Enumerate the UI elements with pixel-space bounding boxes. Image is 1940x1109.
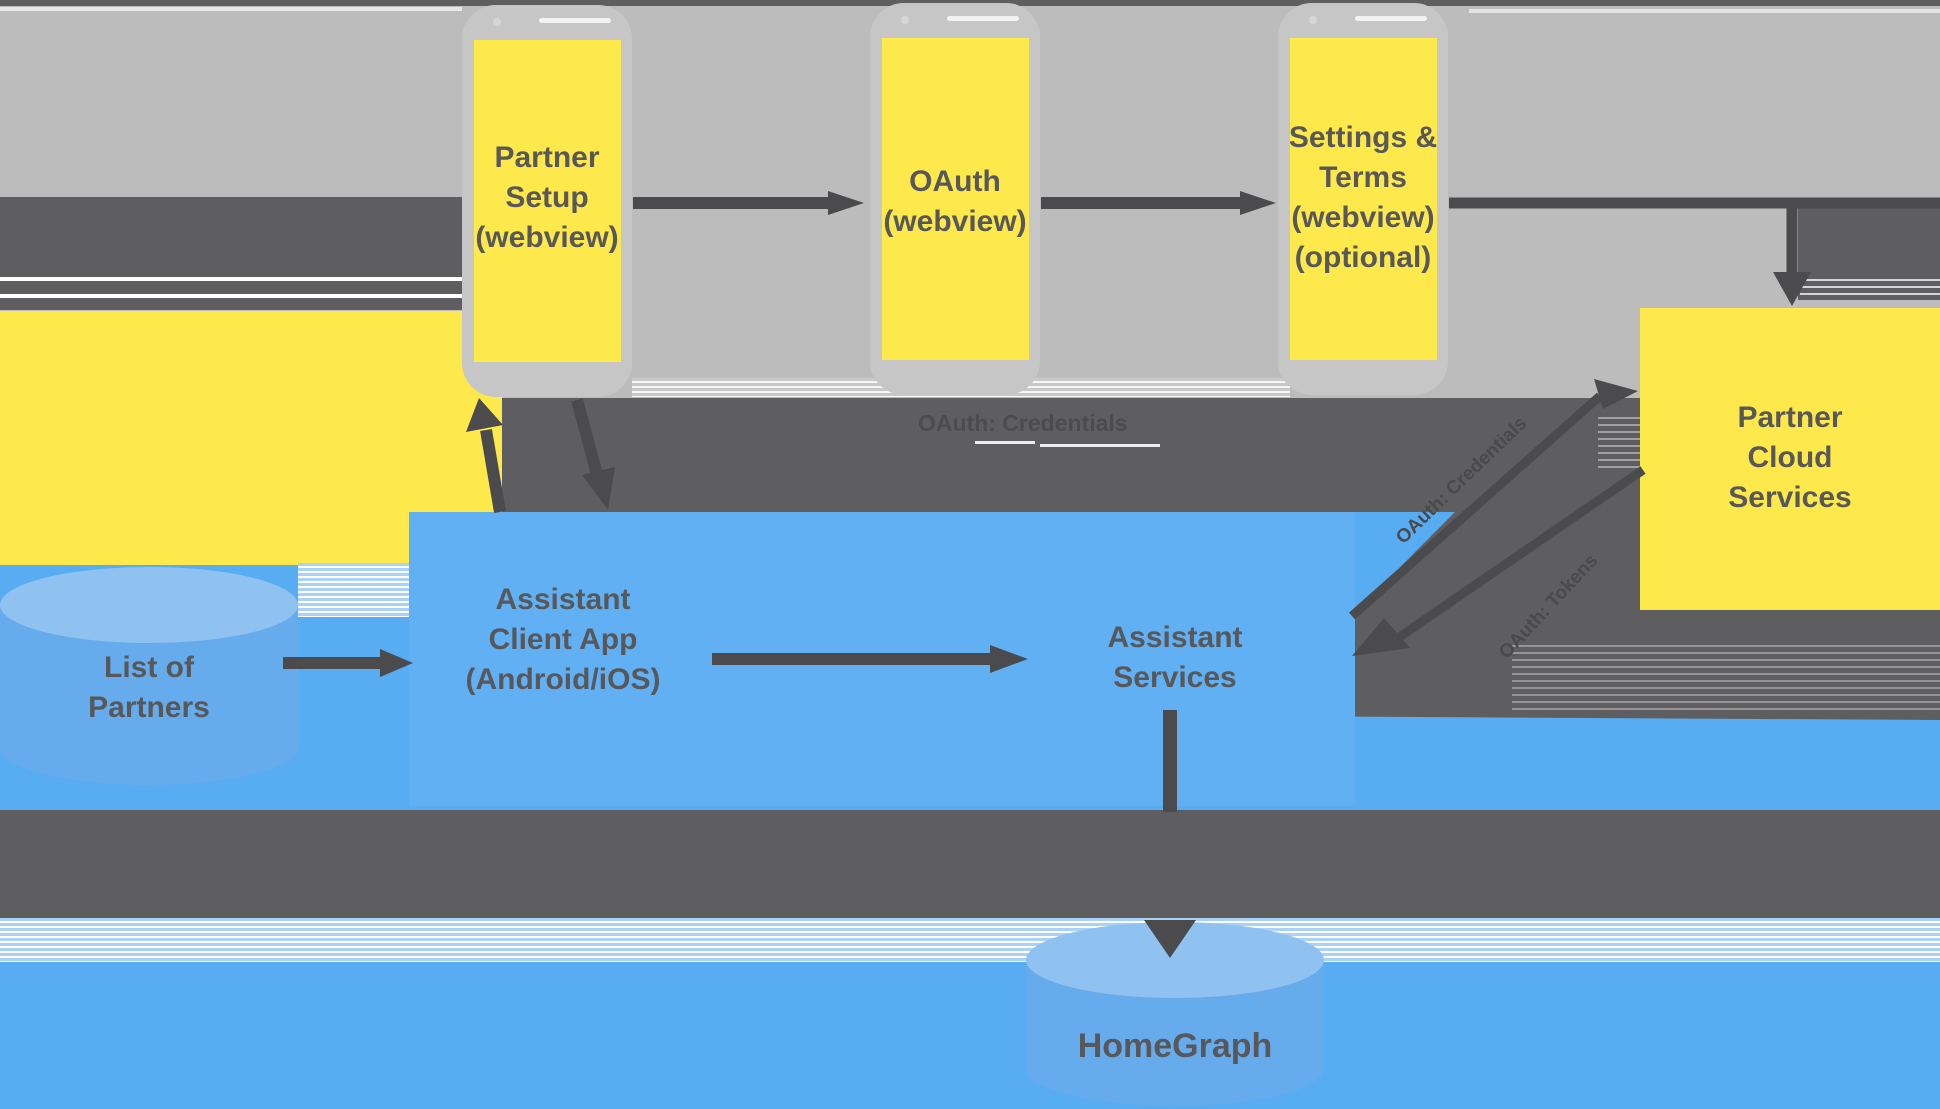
cylinder-side-streaks xyxy=(298,563,409,617)
top-white-streak-right xyxy=(1469,9,1940,13)
phone-camera-icon xyxy=(901,16,909,24)
arrow-app-to-services xyxy=(712,653,990,665)
bottom-streak-zone xyxy=(0,918,1940,962)
arrowhead-settings-to-cloud xyxy=(1773,272,1811,306)
arrowhead-cloud-to-services xyxy=(1352,618,1410,656)
phone-camera-icon xyxy=(493,18,501,26)
partner-cloud-box xyxy=(1640,308,1940,610)
wedge-streaks-lower xyxy=(1512,640,1940,714)
list-of-partners-label: List of Partners xyxy=(88,651,210,724)
left-dark-rect xyxy=(0,197,462,310)
phone-settings-terms xyxy=(1278,3,1448,395)
arrowhead-services-to-cloud xyxy=(1594,379,1638,409)
assistant-client-app-label: Assistant Client App (Android/iOS) xyxy=(465,583,661,696)
phone-settings-terms-label: Settings & Terms (webview) (optional) xyxy=(1288,121,1438,274)
phone-speaker-icon xyxy=(1355,16,1427,21)
list-of-partners-cylinder-top xyxy=(0,567,298,643)
phone-oauth xyxy=(870,3,1040,395)
arrowhead-webview-to-app xyxy=(582,467,615,510)
arrowhead-oauth-to-settings xyxy=(1240,191,1276,215)
arrow-services-to-homegraph xyxy=(1163,710,1177,812)
arrow-oauth-to-settings xyxy=(1041,197,1240,209)
arrow-services-to-cloud-diagonal xyxy=(1349,392,1603,620)
band-label-streak-2 xyxy=(1040,444,1160,447)
phone-partner-setup xyxy=(462,5,632,397)
phone-speaker-icon xyxy=(539,18,611,23)
phone-camera-icon xyxy=(1309,16,1317,24)
arrow-webview-to-app xyxy=(571,398,604,480)
arrow-cloud-to-services-diagonal xyxy=(1389,466,1646,646)
arrow-setup-to-oauth xyxy=(633,197,828,209)
left-dark-white-line-1 xyxy=(0,277,462,281)
arrow-partners-to-app xyxy=(283,657,380,669)
arrowhead-setup-to-oauth xyxy=(828,191,864,215)
top-white-streak-left xyxy=(0,7,462,11)
left-dark-white-line-2 xyxy=(0,294,462,298)
partner-cloud-services-label: Partner Cloud Services xyxy=(1728,401,1852,514)
phone-partner-setup-screen xyxy=(474,40,621,362)
arrowhead-app-to-webview xyxy=(466,398,503,432)
bottom-dark-band xyxy=(0,810,1940,918)
arrowhead-services-to-homegraph xyxy=(1144,920,1196,958)
phone-oauth-screen xyxy=(882,38,1029,360)
arrowhead-partners-to-app xyxy=(380,649,413,677)
right-smear-streaks xyxy=(1800,274,1940,300)
bottom-blue-band xyxy=(0,962,1940,1109)
band-label-streak-1 xyxy=(975,441,1035,444)
phone-settings-terms-screen xyxy=(1290,38,1437,360)
homegraph-label: HomeGraph xyxy=(1077,1027,1273,1065)
phone-partner-setup-label: Partner Setup (webview) xyxy=(475,141,619,254)
oauth-credentials-band-label: OAuth: Credentials xyxy=(918,410,1128,436)
arrow-app-to-webview xyxy=(480,428,506,514)
phone-speaker-icon xyxy=(947,16,1019,21)
phone-oauth-label: OAuth (webview) xyxy=(883,165,1027,238)
arrowhead-app-to-services xyxy=(990,645,1028,673)
assistant-services-label: Assistant Services xyxy=(1107,621,1243,694)
